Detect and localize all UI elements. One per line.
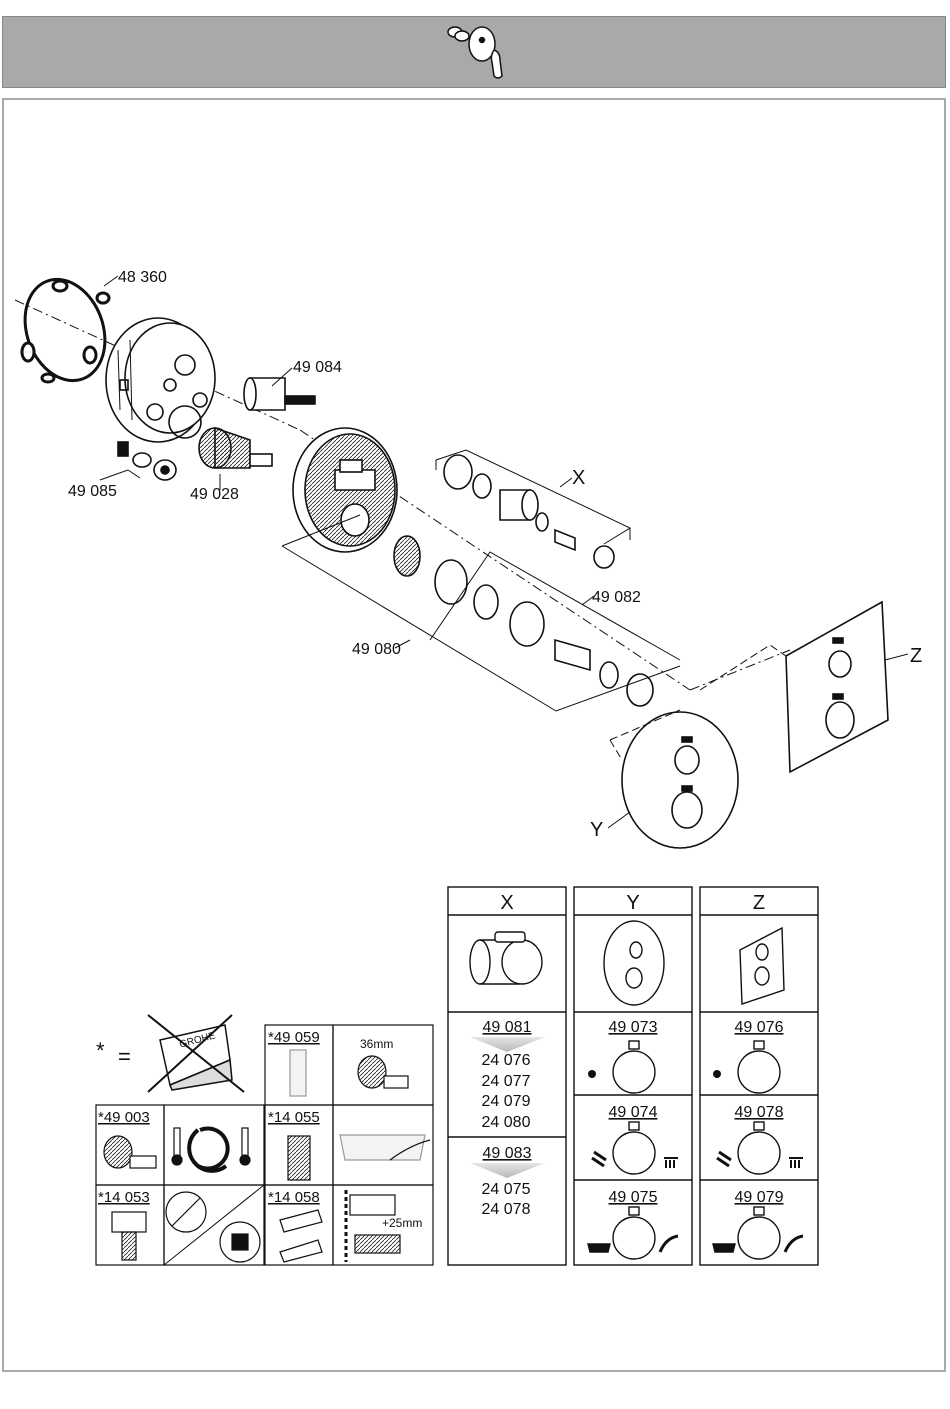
callout-49080: 49 080	[352, 641, 401, 658]
z-row-3: 49 079	[735, 1189, 784, 1206]
x-set-parts	[444, 455, 614, 568]
y-title: Y	[626, 892, 639, 914]
thermometer-rotate-icon	[172, 1128, 250, 1171]
callout-49085: 49 085	[68, 483, 117, 500]
legend-14053: *14 053	[98, 1189, 150, 1206]
legend-36mm: 36mm	[360, 1037, 393, 1051]
callout-48360: 48 360	[118, 269, 167, 286]
mounting-plate	[293, 428, 397, 552]
head-shower-icon	[789, 1158, 803, 1168]
parts-49085	[118, 442, 176, 480]
fitting-14053-icon	[112, 1212, 146, 1260]
round-cover-plate-y	[622, 712, 738, 848]
z-row-2: 49 078	[735, 1104, 784, 1121]
callout-x: X	[572, 467, 585, 489]
cartridge-36mm-icon	[358, 1056, 408, 1088]
hand-shower-hose-icon	[785, 1236, 803, 1252]
bathtub-fill-icon	[713, 1244, 735, 1252]
hand-shower-icon	[717, 1152, 731, 1166]
cartridge-49003-icon	[104, 1136, 156, 1168]
y-row-3: 49 075	[609, 1189, 658, 1206]
x-arrow-bottom	[470, 1163, 545, 1178]
x-bottom-list-2: 24 078	[482, 1201, 531, 1218]
callout-49084: 49 084	[293, 359, 342, 376]
legend-table: * = GROHE *49 059 36mm *49 003 *14 055 *…	[96, 1015, 433, 1265]
x-bottom-list-1: 24 075	[482, 1181, 531, 1198]
valve-14055-icon	[288, 1136, 310, 1180]
legend-star: *	[96, 1038, 105, 1063]
x-bottom-part: 49 083	[483, 1145, 532, 1162]
legend-25mm: +25mm	[382, 1216, 422, 1230]
installation-body	[106, 318, 215, 442]
y-row-2: 49 074	[609, 1104, 658, 1121]
lower-set-parts	[394, 536, 653, 706]
z-ring-icons	[738, 1041, 780, 1259]
exploded-view	[12, 268, 908, 848]
legend-equals: =	[118, 1044, 131, 1069]
cartridge-49028	[199, 428, 272, 468]
square-cover-plate-z	[786, 602, 888, 772]
hand-shower-icon	[592, 1152, 606, 1166]
z-plate-thumbnail	[740, 928, 784, 1004]
x-top-list-2: 24 077	[482, 1073, 531, 1090]
callout-z: Z	[910, 645, 922, 667]
mixer-valve-handle-icon	[448, 27, 502, 78]
y-row-1: 49 073	[609, 1019, 658, 1036]
hand-shower-hose-icon	[660, 1236, 678, 1252]
y-ring-icons	[613, 1041, 655, 1259]
callout-49082: 49 082	[592, 589, 641, 606]
callout-y: Y	[590, 819, 603, 841]
x-handle-thumbnail	[470, 932, 542, 984]
head-shower-icon	[664, 1158, 678, 1168]
bathtub-fill-icon	[588, 1244, 610, 1252]
single-outlet-dot-icon	[588, 1070, 596, 1078]
cartridge-49084	[244, 378, 315, 410]
seal-ring	[12, 268, 119, 392]
legend-49003: *49 003	[98, 1109, 150, 1126]
x-top-part: 49 081	[483, 1019, 532, 1036]
y-plate-thumbnail	[604, 921, 664, 1005]
single-outlet-dot-icon	[713, 1070, 721, 1078]
grohe-logo-crossed-icon: GROHE	[148, 1015, 244, 1092]
x-top-list-4: 24 080	[482, 1114, 531, 1131]
z-row-1: 49 076	[735, 1019, 784, 1036]
x-arrow-top	[470, 1037, 545, 1052]
x-title: X	[500, 892, 513, 914]
x-top-list-3: 24 079	[482, 1093, 531, 1110]
extension-sleeve-icon	[290, 1050, 306, 1096]
z-title: Z	[753, 892, 765, 914]
legend-14055: *14 055	[268, 1109, 320, 1126]
x-top-list-1: 24 076	[482, 1052, 531, 1069]
legend-49059: *49 059	[268, 1029, 320, 1046]
bathtub-icon	[340, 1135, 430, 1160]
callout-49028: 49 028	[190, 486, 239, 503]
legend-14058: *14 058	[268, 1189, 320, 1206]
